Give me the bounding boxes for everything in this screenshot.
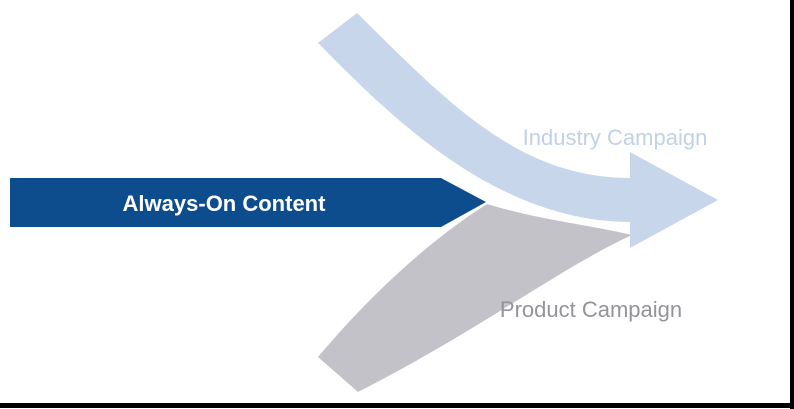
always-on-bar bbox=[10, 178, 486, 227]
frame-bottom-border bbox=[0, 403, 794, 408]
product-campaign-arrow bbox=[318, 204, 632, 392]
industry-campaign-arrow bbox=[318, 13, 718, 248]
product-campaign-label: Product Campaign bbox=[500, 297, 682, 322]
frame-right-border bbox=[790, 0, 794, 409]
always-on-label: Always-On Content bbox=[123, 191, 327, 216]
industry-campaign-label: Industry Campaign bbox=[523, 125, 708, 150]
